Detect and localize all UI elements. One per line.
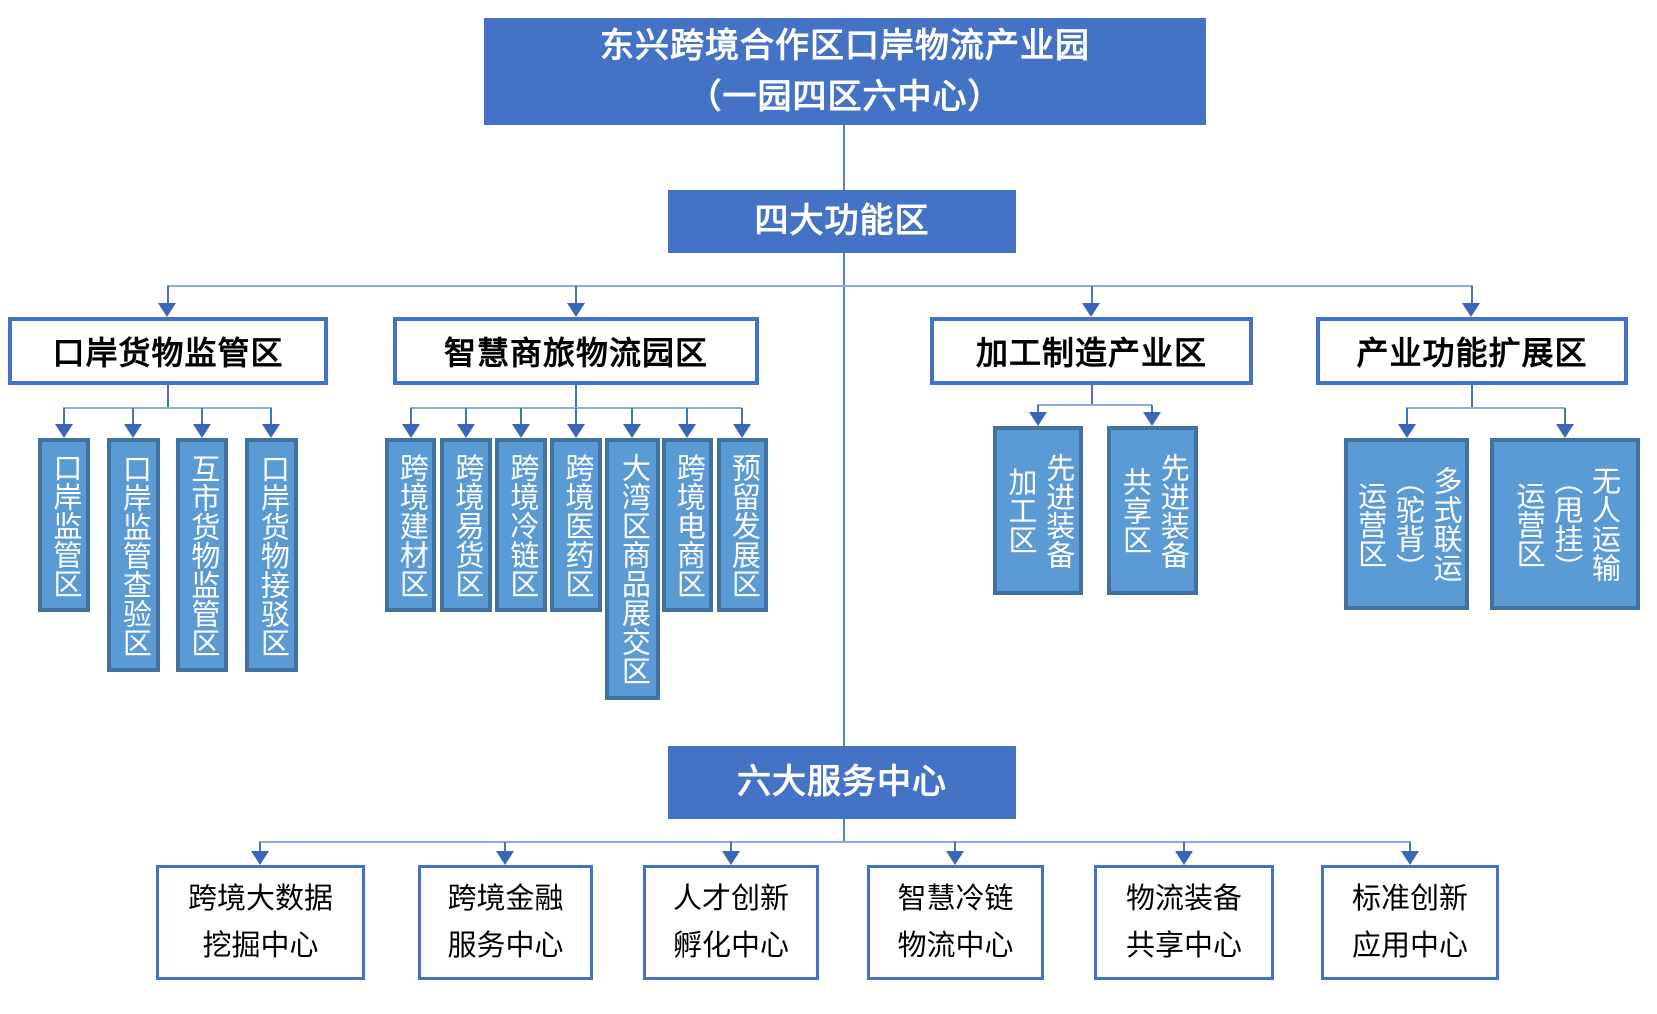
arrow-down-icon [678,424,696,438]
connector-line [1409,842,1411,851]
connector-line [132,408,134,424]
connector-line [63,407,272,409]
arrow-down-icon [623,424,641,438]
arrow-down-icon [55,424,73,438]
service-center-box: 跨境大数据 挖掘中心 [156,865,365,980]
connector-line [270,408,272,424]
service-center-box: 物流装备 共享中心 [1094,865,1274,980]
arrow-down-icon [1398,424,1416,438]
connector-line [1037,405,1039,412]
zone-child: 跨境电商区 [662,438,713,612]
chart-title: 东兴跨境合作区口岸物流产业园 （一园四区六中心） [484,18,1206,125]
connector-line [1406,408,1408,424]
service-center-box: 标准创新 应用中心 [1321,865,1499,980]
connector-line [520,408,522,424]
arrow-down-icon [1029,412,1047,426]
connector-line [1564,408,1566,424]
arrow-down-icon [124,424,142,438]
zone-child: 多式联运 （驼背） 运营区 [1344,438,1469,610]
connector-line [1091,286,1093,303]
connector-line [1151,405,1153,412]
arrow-down-icon [496,851,514,865]
arrow-down-icon [567,424,585,438]
connector-line [1183,842,1185,851]
zone-header-smart-logistics: 智慧商旅物流园区 [393,317,759,385]
connector-line [1471,385,1473,408]
arrow-down-icon [567,303,585,317]
zone-child: 先进装备 加工区 [993,426,1083,595]
connector-line [1406,407,1565,409]
service-center-box: 智慧冷链 物流中心 [867,865,1044,980]
connector-line [1091,385,1093,405]
zone-child: 跨境冷链区 [495,438,547,612]
connector-line [1471,286,1473,303]
zone-child: 互市货物监管区 [176,438,228,672]
connector-line [741,408,743,424]
connector-line [730,842,732,851]
zone-child: 口岸货物接驳区 [245,438,298,672]
connector-line [259,842,261,851]
arrow-down-icon [733,424,751,438]
connector-line [843,253,845,746]
zone-child: 口岸监管区 [38,438,90,612]
zone-child: 跨境医药区 [550,438,602,612]
functional-zones-label: 四大功能区 [668,190,1016,253]
zone-header-expansion: 产业功能扩展区 [1316,317,1628,385]
arrow-down-icon [1462,303,1480,317]
connector-line [843,819,845,842]
arrow-down-icon [1556,424,1574,438]
zone-child: 预留发展区 [717,438,768,612]
arrow-down-icon [1175,851,1193,865]
connector-line [686,408,688,424]
arrow-down-icon [1401,851,1419,865]
zone-child: 无人运输 （甩挂） 运营区 [1490,438,1640,610]
zone-child: 跨境建材区 [385,438,436,612]
connector-line [843,125,845,190]
arrow-down-icon [262,424,280,438]
connector-line [575,408,577,424]
connector-line [465,408,467,424]
arrow-down-icon [251,851,269,865]
service-centers-label: 六大服务中心 [668,746,1016,819]
zone-header-manufacturing: 加工制造产业区 [930,317,1253,385]
arrow-down-icon [158,303,176,317]
connector-line [259,841,1411,843]
connector-line [575,385,577,408]
connector-line [1037,404,1152,406]
arrow-down-icon [512,424,530,438]
service-center-box: 跨境金融 服务中心 [418,865,593,980]
zone-header-port-supervision: 口岸货物监管区 [8,317,328,385]
connector-line [631,408,633,424]
arrow-down-icon [1082,303,1100,317]
arrow-down-icon [193,424,211,438]
connector-line [63,408,65,424]
arrow-down-icon [402,424,420,438]
connector-line [167,285,1473,287]
zone-child: 先进装备 共享区 [1107,426,1198,595]
connector-line [575,286,577,303]
connector-line [410,408,412,424]
connector-line [167,286,169,303]
connector-line [954,842,956,851]
arrow-down-icon [457,424,475,438]
connector-line [504,842,506,851]
arrow-down-icon [946,851,964,865]
connector-line [201,408,203,424]
arrow-down-icon [722,851,740,865]
arrow-down-icon [1143,412,1161,426]
connector-line [167,385,169,408]
zone-child: 大湾区商品展交区 [605,438,660,700]
zone-child: 跨境易货区 [440,438,492,612]
zone-child: 口岸监管查验区 [107,438,160,672]
service-center-box: 人才创新 孵化中心 [643,865,819,980]
